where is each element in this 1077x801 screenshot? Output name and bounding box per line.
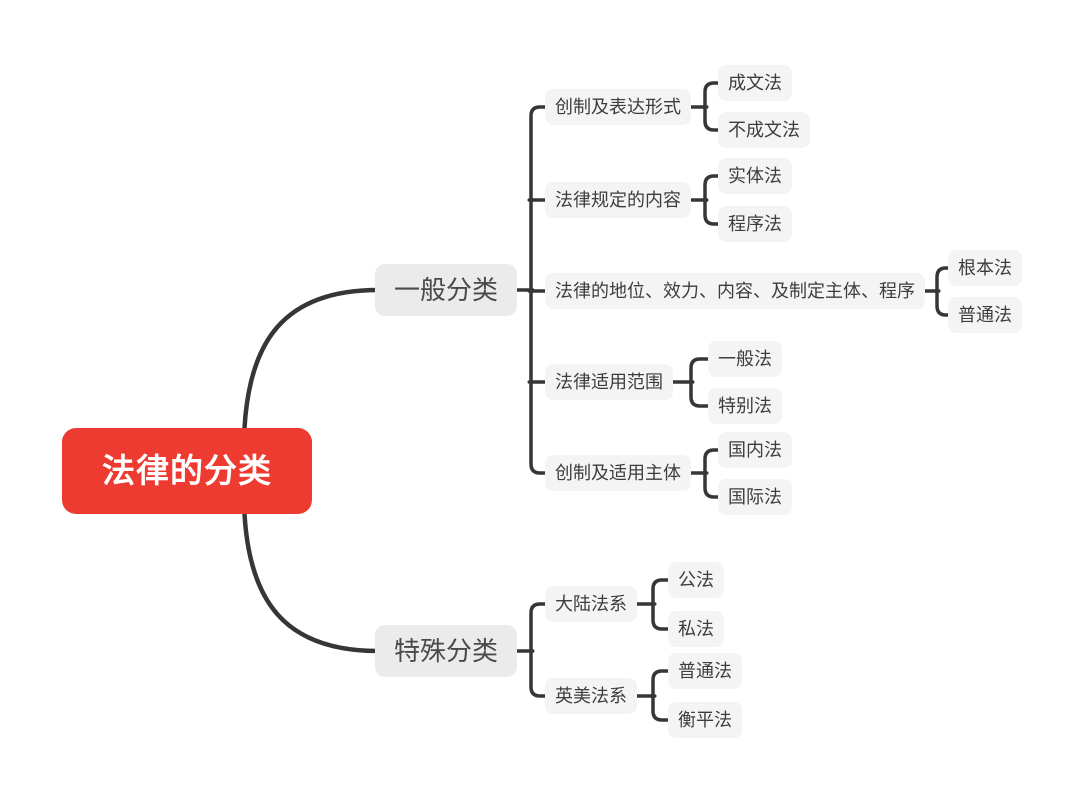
leaf-node-equity-law[interactable]: 衡平法: [668, 702, 742, 738]
branch-node-special-classification[interactable]: 特殊分类: [375, 625, 518, 677]
leaf-node-procedural-law[interactable]: 程序法: [718, 206, 792, 242]
branch-node-general-classification[interactable]: 一般分类: [375, 264, 518, 316]
topic-node-creation-applicable-subject[interactable]: 创制及适用主体: [545, 455, 691, 491]
root-node-law-classification[interactable]: 法律的分类: [62, 428, 312, 514]
topic-node-status-effect-content[interactable]: 法律的地位、效力、内容、及制定主体、程序: [545, 273, 925, 309]
leaf-node-common-law[interactable]: 普通法: [668, 653, 742, 689]
leaf-node-public-law[interactable]: 公法: [668, 562, 724, 598]
leaf-node-unwritten-law[interactable]: 不成文法: [718, 112, 810, 148]
leaf-node-private-law[interactable]: 私法: [668, 611, 724, 647]
leaf-node-fundamental-law[interactable]: 根本法: [948, 250, 1022, 286]
leaf-node-written-law[interactable]: 成文法: [718, 65, 792, 101]
leaf-node-international-law[interactable]: 国际法: [718, 479, 792, 515]
topic-node-creation-expression-form[interactable]: 创制及表达形式: [545, 89, 691, 125]
leaf-node-general-law[interactable]: 一般法: [708, 341, 782, 377]
leaf-node-substantive-law[interactable]: 实体法: [718, 158, 792, 194]
topic-node-application-scope[interactable]: 法律适用范围: [545, 364, 673, 400]
topic-node-anglo-american-law-system[interactable]: 英美法系: [545, 678, 637, 714]
topic-node-continental-law-system[interactable]: 大陆法系: [545, 586, 637, 622]
leaf-node-ordinary-law[interactable]: 普通法: [948, 297, 1022, 333]
topic-node-legal-content[interactable]: 法律规定的内容: [545, 182, 691, 218]
leaf-node-domestic-law[interactable]: 国内法: [718, 432, 792, 468]
leaf-node-special-law[interactable]: 特别法: [708, 388, 782, 424]
